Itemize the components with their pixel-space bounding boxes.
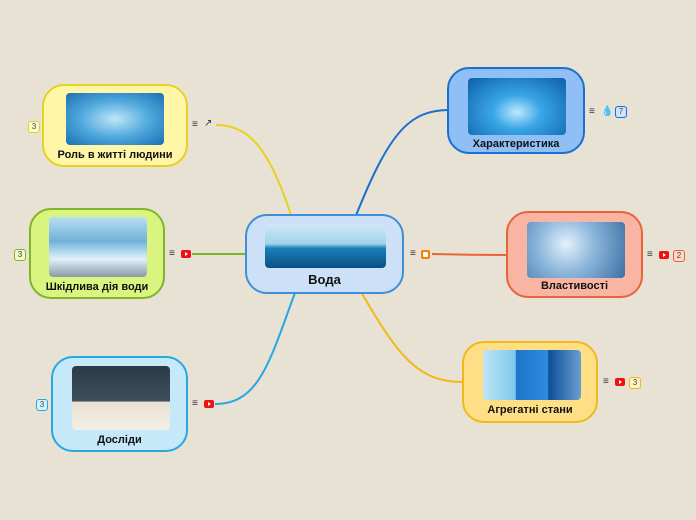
glacier-image: [49, 217, 147, 277]
topic-node-experiments[interactable]: Досліди: [51, 356, 188, 452]
topic-node-aggregate[interactable]: Агрегатні стани: [462, 341, 598, 423]
central-notes-icon[interactable]: ≡: [410, 248, 416, 259]
external-link-icon[interactable]: ↗: [204, 118, 213, 129]
blogger-icon[interactable]: [421, 250, 430, 259]
role-count-badge[interactable]: 3: [28, 121, 40, 133]
topic-label-harmful: Шкідлива дія води: [45, 281, 149, 293]
harmful-notes-icon[interactable]: ≡: [169, 248, 175, 259]
experiments-count-badge[interactable]: 3: [36, 399, 48, 411]
aggregate-count-badge[interactable]: 3: [629, 377, 641, 389]
experiments-youtube-icon[interactable]: [204, 400, 214, 408]
water-wave-image: [265, 224, 386, 268]
properties-count-badge[interactable]: 2: [673, 250, 685, 262]
harmful-count-badge[interactable]: 3: [14, 249, 26, 261]
water-splash-image: [468, 78, 566, 135]
topic-node-characteristic[interactable]: Характеристика: [447, 67, 585, 154]
link-role: [215, 124, 293, 219]
link-experiments: [214, 289, 297, 405]
harmful-youtube-icon[interactable]: [181, 250, 191, 258]
role-notes-icon[interactable]: ≡: [192, 119, 198, 130]
topic-node-properties[interactable]: Властивості: [506, 211, 643, 298]
central-topic-node[interactable]: Вода: [245, 214, 404, 294]
kids-experiment-image: [72, 366, 170, 430]
topic-label-properties: Властивості: [540, 280, 609, 292]
properties-notes-icon[interactable]: ≡: [647, 249, 653, 260]
molecules-image: [527, 222, 625, 278]
central-topic-label: Вода: [308, 272, 341, 287]
topic-label-characteristic: Характеристика: [472, 138, 560, 150]
properties-youtube-icon[interactable]: [659, 251, 669, 259]
ice-water-vapor-image: [483, 350, 581, 400]
link-aggregate: [359, 289, 464, 383]
aggregate-youtube-icon[interactable]: [615, 378, 625, 386]
link-properties: [431, 253, 508, 256]
topic-node-role[interactable]: Роль в житті людини: [42, 84, 188, 167]
topic-label-role: Роль в житті людини: [57, 149, 173, 161]
topic-label-aggregate: Агрегатні стани: [487, 404, 573, 416]
topic-node-harmful[interactable]: Шкідлива дія води: [29, 208, 165, 299]
experiments-notes-icon[interactable]: ≡: [192, 398, 198, 409]
characteristic-notes-icon[interactable]: ≡: [589, 106, 595, 117]
link-characteristic: [354, 109, 451, 219]
water-drop-icon: 💧: [601, 106, 614, 117]
person-drinking-image: [66, 93, 164, 145]
topic-label-experiments: Досліди: [97, 434, 142, 446]
aggregate-notes-icon[interactable]: ≡: [603, 376, 609, 387]
characteristic-count-badge[interactable]: 7: [615, 106, 627, 118]
